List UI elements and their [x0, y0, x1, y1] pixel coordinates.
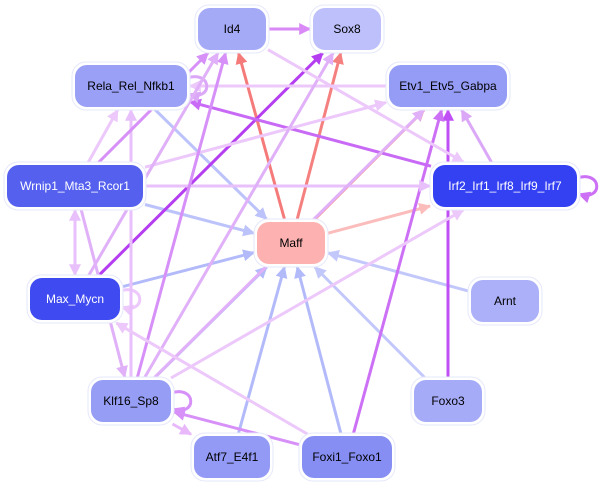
node-box[interactable]: [75, 65, 187, 107]
node-box[interactable]: [257, 222, 325, 264]
node-label: Atf7_E4f1: [206, 450, 259, 464]
edge-rela-rel-nfkb1-to-rela-rel-nfkb1: [186, 75, 209, 104]
edge-irf2-irf1-irf8-irf9-irf7-to-rela-rel-nfkb1: [188, 98, 432, 168]
edge-klf16-sp8-to-id4: [135, 51, 229, 379]
edge-irf2-irf1-irf8-irf9-irf7-to-etv1-etv5-gabpa: [460, 108, 494, 164]
node-label: Wrnip1_Mta3_Rcor1: [20, 179, 130, 193]
node-box[interactable]: [433, 165, 577, 207]
node-arnt[interactable]: Arnt: [467, 276, 543, 326]
node-label: Arnt: [494, 294, 517, 308]
edge-foxo3-to-maff: [313, 265, 427, 380]
node-box[interactable]: [198, 8, 266, 50]
edge-max-mycn-to-sox8: [97, 51, 324, 278]
node-label: Max_Mycn: [46, 292, 104, 306]
node-id4[interactable]: Id4: [194, 4, 270, 54]
edge-klf16-sp8-to-sox8: [143, 51, 335, 379]
edge-klf16-sp8-to-atf7-e4f1: [171, 422, 193, 436]
node-foxo3[interactable]: Foxo3: [410, 376, 486, 426]
edge-atf7-e4f1-to-maff: [236, 265, 288, 435]
node-label: Foxi1_Foxo1: [312, 450, 382, 464]
node-etv1-etv5-gabpa[interactable]: Etv1_Etv5_Gabpa: [385, 61, 511, 111]
node-atf7-e4f1[interactable]: Atf7_E4f1: [190, 432, 274, 482]
edge-foxi1-foxo1-to-klf16-sp8: [172, 409, 301, 447]
node-box[interactable]: [313, 8, 381, 50]
node-klf16-sp8[interactable]: Klf16_Sp8: [87, 376, 175, 426]
node-label: Irf2_Irf1_Irf8_Irf9_Irf7: [448, 179, 562, 193]
node-sox8[interactable]: Sox8: [309, 4, 385, 54]
node-maff[interactable]: Maff: [253, 218, 329, 268]
edge-irf2-irf1-irf8-irf9-irf7-to-irf2-irf1-irf8-irf9-irf7: [576, 175, 599, 204]
edges-layer: [69, 23, 599, 447]
node-max-mycn[interactable]: Max_Mycn: [26, 274, 124, 324]
node-foxi1-foxo1[interactable]: Foxi1_Foxo1: [298, 432, 396, 482]
edge-max-mycn-to-max-mycn: [119, 288, 142, 317]
node-label: Klf16_Sp8: [103, 394, 159, 408]
node-wrnip1-mta3-rcor1[interactable]: Wrnip1_Mta3_Rcor1: [3, 161, 147, 211]
node-box[interactable]: [30, 278, 120, 320]
edge-wrnip1-mta3-rcor1-to-etv1-etv5-gabpa: [144, 99, 388, 169]
node-box[interactable]: [414, 380, 482, 422]
edge-foxi1-foxo1-to-max-mycn: [115, 321, 309, 436]
edge-max-mycn-to-id4: [87, 51, 220, 277]
node-irf2-irf1-irf8-irf9-irf7[interactable]: Irf2_Irf1_Irf8_Irf9_Irf7: [429, 161, 581, 211]
node-box[interactable]: [471, 280, 539, 322]
node-label: Id4: [224, 22, 241, 36]
edge-wrnip1-mta3-rcor1-to-maff: [144, 203, 256, 237]
edge-max-mycn-to-maff: [121, 249, 256, 289]
node-box[interactable]: [7, 165, 143, 207]
edge-klf16-sp8-to-irf2-irf1-irf8-irf9-irf7: [170, 208, 465, 380]
node-rela-rel-nfkb1[interactable]: Rela_Rel_Nfkb1: [71, 61, 191, 111]
edge-wrnip1-mta3-rcor1-to-rela-rel-nfkb1: [86, 108, 119, 164]
node-label: Rela_Rel_Nfkb1: [87, 79, 175, 93]
node-label: Foxo3: [431, 394, 465, 408]
node-box[interactable]: [194, 436, 270, 478]
edge-foxi1-foxo1-to-maff: [294, 265, 343, 435]
node-label: Maff: [279, 236, 303, 250]
node-box[interactable]: [302, 436, 392, 478]
node-label: Etv1_Etv5_Gabpa: [399, 79, 497, 93]
edge-id4-to-irf2-irf1-irf8-irf9-irf7: [267, 48, 465, 164]
node-label: Sox8: [333, 22, 361, 36]
node-box[interactable]: [91, 380, 171, 422]
node-box[interactable]: [389, 65, 507, 107]
